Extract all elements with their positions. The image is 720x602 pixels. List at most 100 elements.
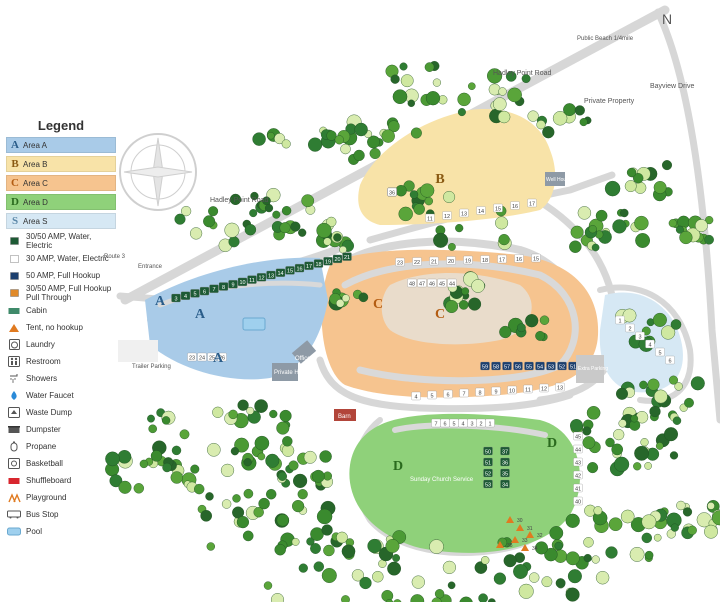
campsite[interactable]: 12: [442, 211, 452, 220]
campsite[interactable]: 47: [417, 278, 427, 287]
campsite[interactable]: 2: [625, 323, 635, 332]
tent-site[interactable]: 33: [511, 536, 528, 544]
campsite[interactable]: 48: [407, 278, 417, 287]
campsite[interactable]: 44: [447, 278, 457, 287]
campsite[interactable]: 1: [615, 315, 625, 324]
campsite[interactable]: 4: [180, 291, 191, 300]
campsite[interactable]: 23: [395, 257, 405, 266]
campsite[interactable]: 43: [573, 457, 583, 466]
campsite[interactable]: 5: [427, 390, 437, 399]
campsite[interactable]: 7: [209, 284, 219, 293]
campsite[interactable]: 16: [510, 201, 520, 210]
tent-site[interactable]: 32: [526, 531, 543, 539]
campsite[interactable]: 45: [573, 431, 583, 440]
tent-site[interactable]: 34: [521, 544, 538, 552]
c-loop-road[interactable]: [341, 260, 579, 385]
campsite[interactable]: 7: [459, 388, 469, 397]
campsite[interactable]: 24: [197, 352, 207, 361]
campsite[interactable]: 6: [199, 286, 210, 295]
campsite[interactable]: 11: [523, 384, 533, 393]
campsite[interactable]: 50: [483, 446, 493, 455]
campsite[interactable]: 15: [531, 253, 541, 262]
campsite[interactable]: 17: [497, 254, 507, 263]
campsite[interactable]: 34: [500, 479, 510, 488]
tent-site[interactable]: 31: [516, 524, 533, 532]
campsite[interactable]: 55: [524, 361, 534, 370]
campsite[interactable]: 12: [539, 383, 549, 392]
campsite[interactable]: 2: [476, 418, 486, 427]
campsite[interactable]: 3: [635, 331, 645, 340]
campsite[interactable]: 4: [645, 339, 655, 348]
tent-site[interactable]: 35: [496, 541, 513, 549]
campsite[interactable]: 10: [507, 385, 517, 394]
campsite[interactable]: 21: [429, 256, 439, 265]
campsite[interactable]: 6: [440, 418, 450, 427]
campsite[interactable]: 9: [491, 386, 501, 395]
campsite[interactable]: 16: [514, 254, 524, 263]
campsite[interactable]: 6: [443, 389, 453, 398]
campsite[interactable]: 3: [467, 418, 477, 427]
campsite[interactable]: 14: [476, 206, 486, 215]
campsite[interactable]: 58: [491, 361, 501, 370]
campsite[interactable]: 41: [573, 483, 583, 492]
campsite[interactable]: 3: [171, 293, 181, 302]
campsite[interactable]: 52: [483, 468, 493, 477]
campsite[interactable]: 11: [247, 275, 257, 284]
campsite[interactable]: 13: [266, 270, 276, 279]
campsite[interactable]: 45: [437, 278, 447, 287]
campsite[interactable]: 21: [342, 252, 352, 261]
campsite[interactable]: 17: [304, 261, 314, 270]
campsite[interactable]: 37: [500, 446, 510, 455]
campsite[interactable]: 53: [546, 361, 556, 370]
south-loop-road[interactable]: [316, 356, 574, 413]
campsite[interactable]: 13: [459, 208, 469, 217]
campsite[interactable]: 13: [555, 382, 565, 391]
campsite[interactable]: 18: [313, 259, 324, 268]
tent-site[interactable]: 30: [506, 516, 523, 524]
campsite[interactable]: 36: [387, 187, 397, 196]
campsite[interactable]: 12: [256, 273, 267, 282]
campsite[interactable]: 16: [294, 263, 305, 272]
campsite[interactable]: 51: [568, 361, 578, 370]
campsite[interactable]: 19: [463, 255, 473, 264]
campsite[interactable]: 22: [412, 257, 422, 266]
campsite[interactable]: 6: [665, 355, 675, 364]
campsite[interactable]: 20: [332, 254, 343, 263]
campsite[interactable]: 59: [480, 361, 490, 370]
campsite[interactable]: 4: [458, 418, 468, 427]
campsite[interactable]: 42: [573, 470, 583, 479]
campsite[interactable]: 17: [527, 198, 537, 207]
campsite[interactable]: 36: [500, 457, 510, 466]
campsite[interactable]: 8: [475, 387, 485, 396]
campsite[interactable]: 40: [573, 496, 583, 505]
campsite[interactable]: 52: [557, 361, 567, 370]
campsite[interactable]: 26: [217, 352, 227, 361]
campsite[interactable]: 5: [190, 289, 200, 298]
campsite[interactable]: 11: [425, 213, 435, 222]
campsite[interactable]: 20: [446, 256, 456, 265]
campsite[interactable]: 15: [493, 203, 503, 212]
campsite[interactable]: 15: [285, 266, 295, 275]
campsite[interactable]: 54: [535, 361, 545, 370]
campsite[interactable]: 46: [427, 278, 437, 287]
campsite[interactable]: 35: [500, 468, 510, 477]
campsite[interactable]: 44: [573, 444, 583, 453]
campsite[interactable]: 10: [237, 277, 248, 286]
campsite[interactable]: 53: [483, 479, 493, 488]
campsite[interactable]: 51: [483, 457, 493, 466]
campsite[interactable]: 4: [411, 391, 421, 400]
campsite[interactable]: 1: [485, 418, 495, 427]
campsite[interactable]: 57: [502, 361, 512, 370]
campsite[interactable]: 7: [431, 418, 441, 427]
campsite[interactable]: 9: [228, 280, 238, 289]
campsite[interactable]: 5: [655, 347, 665, 356]
bayview-drive[interactable]: [654, 8, 720, 424]
campsite[interactable]: 19: [323, 257, 333, 266]
campsite[interactable]: 18: [480, 255, 490, 264]
campsite[interactable]: 5: [449, 418, 459, 427]
campsite[interactable]: 25: [207, 352, 217, 361]
campsite[interactable]: 56: [513, 361, 523, 370]
campsite[interactable]: 23: [187, 352, 197, 361]
campsite[interactable]: 14: [275, 268, 286, 277]
campsite[interactable]: 8: [218, 282, 229, 291]
